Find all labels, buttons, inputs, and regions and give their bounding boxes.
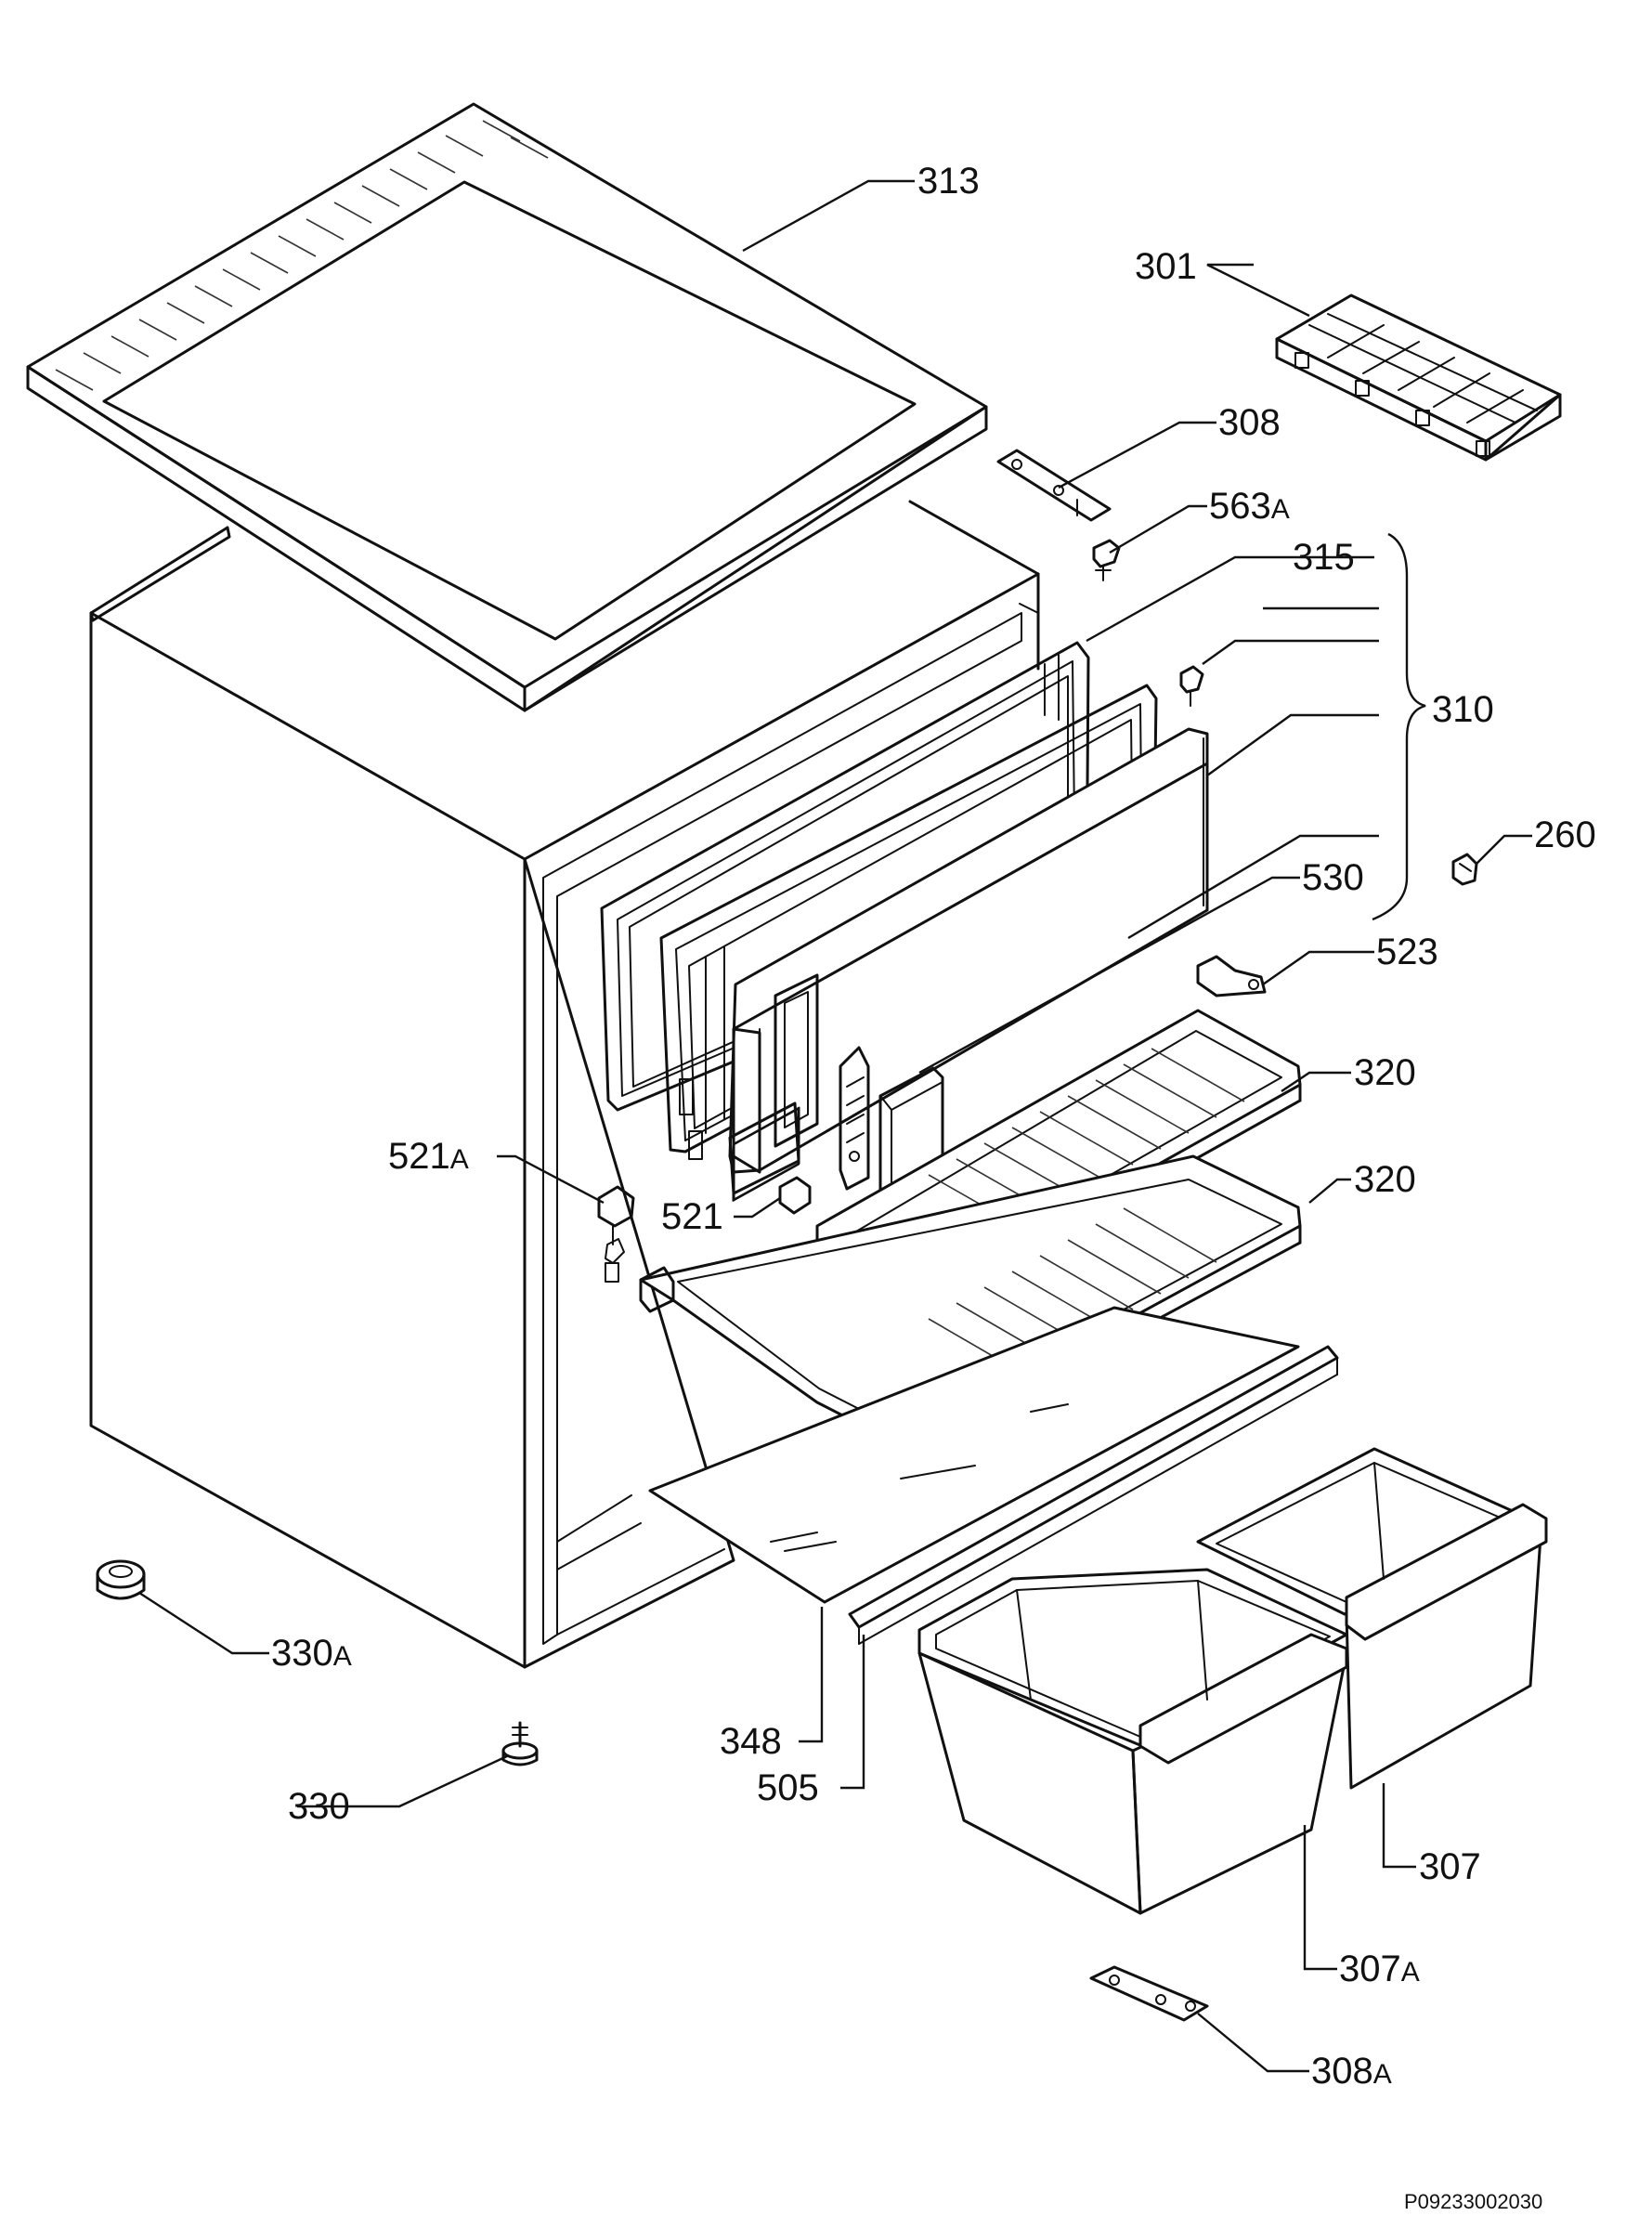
door-panel-part xyxy=(728,727,1209,1202)
label-521a: 521A xyxy=(388,1136,469,1177)
label-521: 521 xyxy=(661,1196,723,1237)
door-stop-part xyxy=(597,1185,635,1283)
cabinet-body-part xyxy=(89,500,1040,1669)
label-307: 307 xyxy=(1419,1846,1481,1887)
top-cover-part xyxy=(26,102,988,712)
label-313: 313 xyxy=(917,161,980,202)
label-523: 523 xyxy=(1376,932,1438,972)
hinge-pin-part xyxy=(1092,539,1121,581)
label-563a: 563A xyxy=(1209,486,1290,527)
adjustable-foot-part xyxy=(96,1559,146,1600)
large-crisper-drawer-part xyxy=(917,1568,1348,1915)
bottom-hinge-part xyxy=(1089,1965,1209,2022)
label-530: 530 xyxy=(1302,857,1364,898)
label-330: 330 xyxy=(288,1786,350,1827)
door-pin-part xyxy=(1179,665,1204,707)
lower-hinge-pin-part xyxy=(1196,955,1267,997)
thermostat-housing-part xyxy=(839,1046,870,1191)
label-505: 505 xyxy=(757,1767,819,1808)
label-320-lower: 320 xyxy=(1354,1159,1416,1200)
label-330a: 330A xyxy=(271,1633,352,1674)
diagram-code: P09233002030 xyxy=(1404,2190,1542,2213)
small-crisper-drawer-part xyxy=(1196,1447,1548,1790)
clip-part xyxy=(1451,853,1478,886)
label-308a: 308A xyxy=(1311,2051,1392,2092)
leveling-screw-part xyxy=(501,1721,539,1766)
top-hinge-part xyxy=(996,449,1112,522)
ice-tray-part xyxy=(1275,293,1562,462)
small-bracket-part xyxy=(778,1176,812,1215)
label-320-upper: 320 xyxy=(1354,1052,1416,1093)
label-315: 315 xyxy=(1293,537,1355,578)
label-307a: 307A xyxy=(1339,1949,1420,1989)
label-260: 260 xyxy=(1534,815,1596,855)
label-301: 301 xyxy=(1135,246,1197,287)
glass-plate-part xyxy=(648,1306,1300,1604)
leader-lines xyxy=(138,179,1532,2073)
front-strip-part xyxy=(848,1345,1339,1645)
label-348: 348 xyxy=(720,1721,782,1762)
group-bracket xyxy=(1372,532,1426,921)
label-310: 310 xyxy=(1432,689,1494,730)
label-308: 308 xyxy=(1218,402,1281,443)
